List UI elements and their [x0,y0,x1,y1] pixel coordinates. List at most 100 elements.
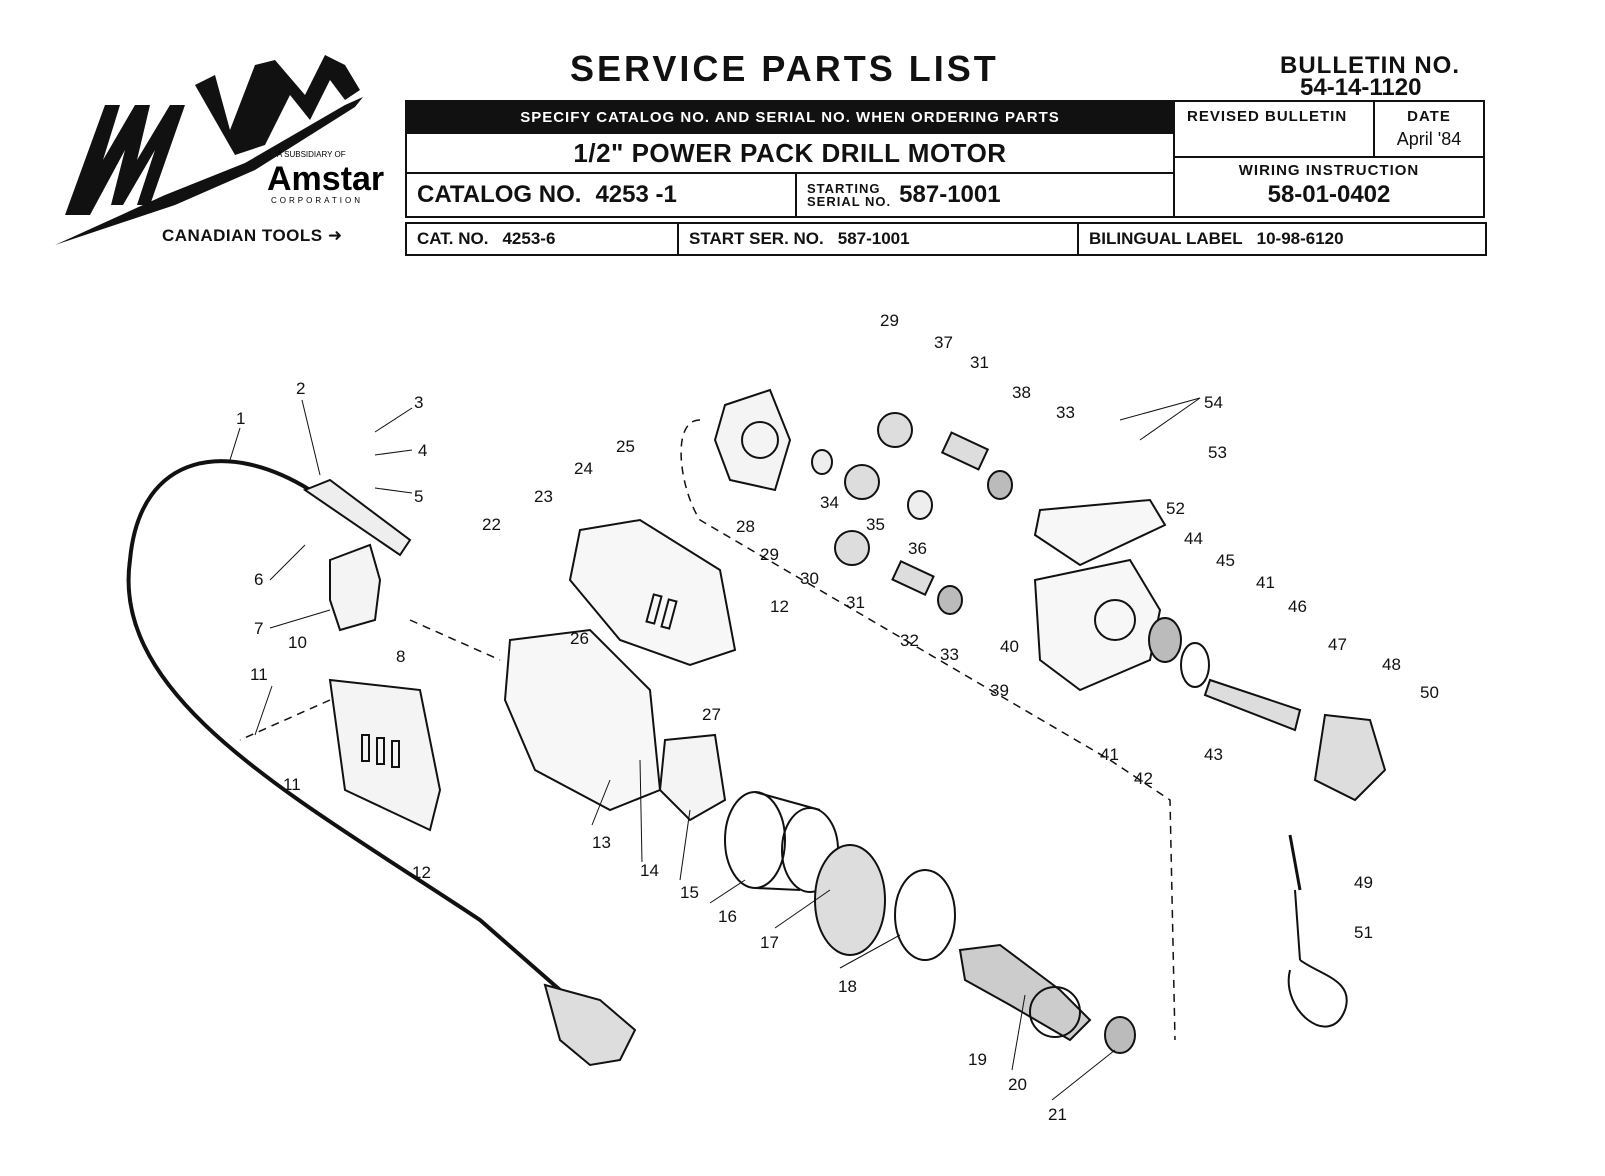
gear [877,412,913,448]
assembly-line [239,619,501,741]
wiring-number: 58-01-0402 [1267,181,1391,208]
callout-label: 25 [616,437,635,456]
callout-label: 6 [254,570,263,589]
fan-baffle [894,869,956,961]
canadian-start-cell: START SER. NO. 587-1001 [679,224,1079,254]
date-value: April '84 [1396,129,1462,149]
callout-label: 21 [1048,1105,1067,1124]
starting-serial-label: STARTING SERIAL NO. [807,182,891,208]
canadian-tools-label: CANADIAN TOOLS ➜ [162,226,343,246]
canadian-cat-label: CAT. NO. [417,229,489,248]
catalog-cell: CATALOG NO. 4253 -1 [407,174,797,216]
callout-labels: 1 2 3 4 5 6 7 8 10 11 11 12 12 13 14 15 … [236,311,1439,1124]
callout-label: 45 [1216,551,1235,570]
retaining-ring [1180,642,1210,688]
callout-label: 12 [770,597,789,616]
pinion [891,560,935,596]
callout-label: 11 [283,775,301,794]
callout-label: 1 [236,409,245,428]
callout-label: 15 [680,883,699,902]
housing-sleeve-end [724,791,786,889]
callout-label: 50 [1420,683,1439,702]
callout-label: 36 [908,539,927,558]
starting-serial-number: 587-1001 [899,181,1001,208]
callout-label: 48 [1382,655,1401,674]
catalog-row: CATALOG NO. 4253 -1 STARTING SERIAL NO. … [405,172,1175,218]
callout-label: 10 [288,633,307,652]
milwaukee-logo: A SUBSIDIARY OF Amstar CORPORATION [55,55,384,245]
callout-label: 26 [570,629,589,648]
callout-label: 17 [760,933,779,952]
gear-housing [1033,558,1162,692]
callout-label: 22 [482,515,501,534]
arrow-right-icon: ➜ [327,226,343,245]
gear-plate-hole [741,421,779,459]
cord-protector [302,478,412,557]
callout-label: 31 [846,593,865,612]
bearing [987,470,1013,500]
bilingual-number: 10-98-6120 [1256,229,1344,248]
bilingual-label: BILINGUAL LABEL [1089,229,1243,248]
starting-label-line-2: SERIAL NO. [807,194,892,209]
callout-label: 39 [990,681,1009,700]
catalog-number: 4253 -1 [595,181,677,208]
callout-label: 47 [1328,635,1347,654]
callout-label: 24 [574,459,593,478]
callout-label: 49 [1354,873,1373,892]
callout-label: 13 [592,833,611,852]
brand-wordmark [55,55,363,245]
canadian-row: CAT. NO. 4253-6 START SER. NO. 587-1001 … [405,222,1487,256]
vent-slot [645,593,663,625]
callout-label: 38 [1012,383,1031,402]
callout-label: 51 [1354,923,1373,942]
callout-label: 41 [1256,573,1275,592]
leader-lines [229,397,1201,1101]
callout-label: 7 [254,619,263,638]
callout-label: 23 [534,487,553,506]
canadian-cat-cell: CAT. NO. 4253-6 [407,224,679,254]
motor-housing [503,628,662,812]
armature-fan [1029,986,1081,1038]
canadian-tools-text: CANADIAN TOOLS [162,226,323,245]
switch-housing [329,543,382,632]
parts-drawing [126,388,1387,1067]
callout-label: 5 [414,487,423,506]
callout-label: 31 [970,353,989,372]
spindle [1203,678,1302,732]
callout-label: 42 [1134,769,1153,788]
callout-label: 19 [968,1050,987,1069]
callout-label: 32 [900,631,919,650]
callout-label: 27 [702,705,721,724]
callout-label: 33 [1056,403,1075,422]
gear-housing-bore [1094,599,1136,641]
page-title: SERVICE PARTS LIST [570,48,999,89]
callout-label: 41 [1100,745,1119,764]
callout-label: 2 [296,379,305,398]
callout-label: 53 [1208,443,1227,462]
callout-label: 16 [718,907,737,926]
armature [958,943,1092,1042]
amstar-text: Amstar [267,160,384,198]
gear [834,530,870,566]
callout-label: 30 [800,569,819,588]
bearing [937,585,963,615]
vent-slot [376,737,385,765]
catalog-label: CATALOG NO. [417,181,582,208]
callout-label: 11 [250,665,268,684]
power-cord [126,459,562,992]
gear [844,464,880,500]
callout-label: 14 [640,861,659,880]
key-holder [1287,889,1348,1028]
canadian-start-number: 587-1001 [837,229,910,248]
date-cell: DATE April '84 [1375,100,1485,158]
spindle-pinion [940,431,990,471]
callout-label: 44 [1184,529,1203,548]
callout-label: 28 [736,517,755,536]
callout-label: 29 [880,311,899,330]
gear-case [568,518,737,667]
callout-label: 20 [1008,1075,1027,1094]
chuck [1313,713,1387,802]
wiring-instruction-cell: WIRING INSTRUCTION 58-01-0402 [1175,158,1485,218]
callout-label: 46 [1288,597,1307,616]
